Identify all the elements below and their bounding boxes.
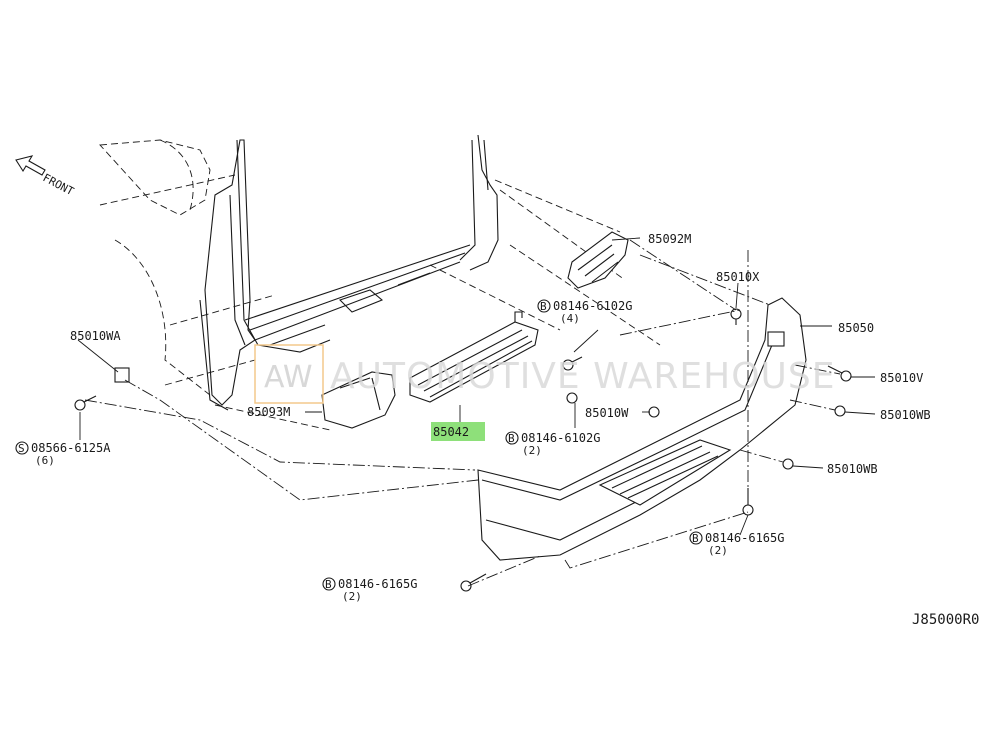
label-08146-6102G-top: 08146-6102G xyxy=(553,299,632,313)
part-85042-reinforcement xyxy=(409,311,539,403)
svg-text:B: B xyxy=(508,432,515,445)
label-85010V: 85010V xyxy=(880,371,923,385)
bolt-icon xyxy=(742,488,754,516)
qty-08146-6165G-right: (2) xyxy=(708,544,728,557)
label-85042: 85042 xyxy=(433,425,469,439)
bolt-symbol-icon: B xyxy=(505,431,519,445)
label-85010WB-upper: 85010WB xyxy=(880,408,931,422)
front-arrow-icon xyxy=(15,155,46,176)
label-85050: 85050 xyxy=(838,321,874,335)
label-08146-6102G-mid: 08146-6102G xyxy=(521,431,600,445)
bolt-icon xyxy=(562,356,583,371)
assembly-lines xyxy=(84,239,841,587)
part-85042-highlight xyxy=(431,422,485,441)
label-85010WB-lower: 85010WB xyxy=(827,462,878,476)
watermark-logo: AW xyxy=(264,360,313,395)
label-85010WA: 85010WA xyxy=(70,329,121,343)
label-85092M: 85092M xyxy=(648,232,691,246)
part-85093M-bracket xyxy=(321,371,396,429)
watermark-logo-box xyxy=(254,344,324,404)
watermark-text: AUTOMOTIVE WAREHOUSE xyxy=(330,356,836,397)
bolt-symbol-icon: B xyxy=(689,531,703,545)
bolt-icon xyxy=(74,395,97,411)
bolt-icon xyxy=(827,365,852,382)
label-08146-6165G-bottom: 08146-6165G xyxy=(338,577,417,591)
label-85010X: 85010X xyxy=(716,270,760,284)
label-08146-6165G-right: 08146-6165G xyxy=(705,531,784,545)
qty-08146-6102G-top: (4) xyxy=(560,312,580,325)
label-85093M: 85093M xyxy=(247,405,290,419)
svg-text:B: B xyxy=(692,532,699,545)
svg-text:S: S xyxy=(18,442,25,455)
qty-08566-6125A: (6) xyxy=(35,454,55,467)
part-85092M-bracket xyxy=(567,231,629,289)
clip-icon xyxy=(114,367,130,383)
bolt-symbol-icon: B xyxy=(322,577,336,591)
bolt-icon xyxy=(566,392,578,404)
clip-icon xyxy=(730,308,742,325)
qty-08146-6102G-mid: (2) xyxy=(522,444,542,457)
svg-text:B: B xyxy=(540,300,547,313)
part-85050-rear-bumper xyxy=(477,297,807,561)
label-08566-6125A: 08566-6125A xyxy=(31,441,111,455)
screw-symbol-icon: S xyxy=(15,441,29,455)
reference-code: J85000R0 xyxy=(912,612,979,628)
svg-text:B: B xyxy=(325,578,332,591)
leader-lines xyxy=(77,237,876,536)
front-label: FRONT xyxy=(41,171,77,198)
bolt-icon xyxy=(834,405,846,417)
bolt-icon xyxy=(782,458,794,470)
bolt-symbol-icon: B xyxy=(537,299,551,313)
watermark: AW AUTOMOTIVE WAREHOUSE xyxy=(254,344,836,404)
qty-08146-6165G-bottom: (2) xyxy=(342,590,362,603)
label-85010W: 85010W xyxy=(585,406,629,420)
clip-icon xyxy=(648,406,660,418)
bolt-icon xyxy=(460,573,487,592)
